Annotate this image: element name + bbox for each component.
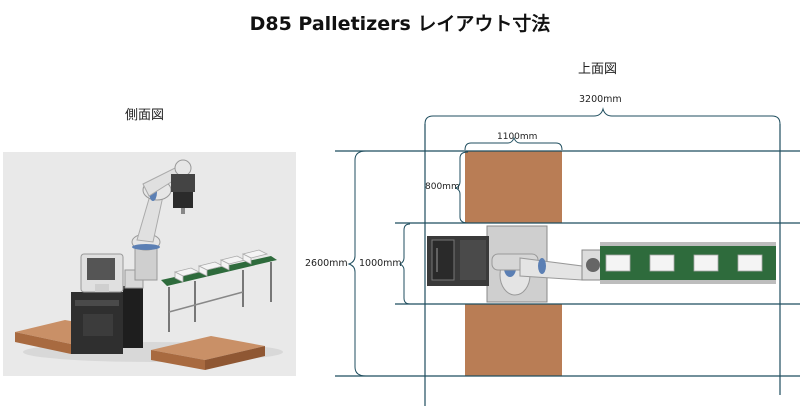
top-pallet	[465, 151, 562, 223]
bottom-pallet	[465, 304, 562, 376]
pallet-width-label: 800mm	[425, 182, 460, 192]
side-view-panel	[3, 152, 296, 376]
pallet-length-label: 1100mm	[497, 132, 538, 142]
top-view-label: 上面図	[578, 62, 618, 77]
dimension-braces	[347, 107, 781, 377]
side-view-illustration	[15, 159, 283, 370]
side-view-label: 側面図	[125, 108, 165, 123]
overall-length-label: 3200mm	[579, 94, 622, 105]
conveyor-boxes	[605, 254, 763, 272]
page-title: D85 Palletizers レイアウト寸法	[249, 13, 551, 35]
overall-width-label: 2600mm	[305, 258, 348, 269]
conveyor-zone-width-label: 1000mm	[359, 258, 402, 269]
